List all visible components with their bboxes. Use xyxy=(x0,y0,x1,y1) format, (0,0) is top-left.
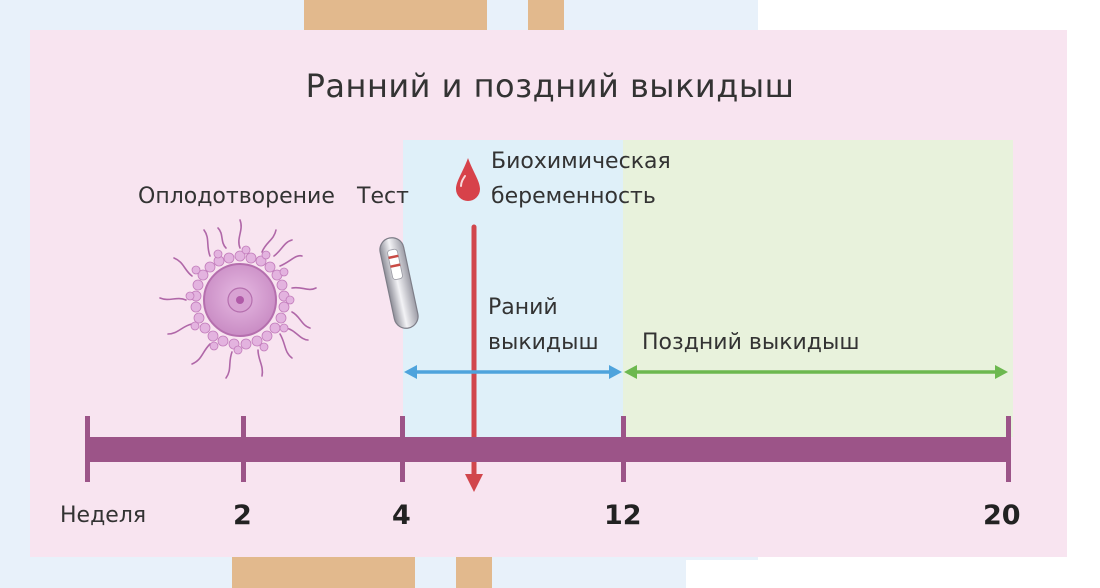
pregnancy-test-icon xyxy=(379,237,419,329)
biochemical-label-line1: Биохимическая xyxy=(491,149,671,174)
decor-bar-bottom-2 xyxy=(456,557,492,588)
fertilization-label: Оплодотворение xyxy=(138,184,335,209)
decor-bar-top-2 xyxy=(528,0,564,30)
early-miscarriage-arrow xyxy=(404,365,622,379)
decor-bar-top-1 xyxy=(304,0,487,30)
test-label: Тест xyxy=(357,184,409,209)
tick-label-12: 12 xyxy=(604,500,642,531)
late-miscarriage-arrow xyxy=(624,365,1008,379)
timeline-bar xyxy=(87,437,1009,462)
blood-drop-icon xyxy=(456,158,480,201)
timeline-tick-20 xyxy=(1006,416,1011,482)
background-panel-right xyxy=(686,560,1100,588)
diagram-title: Ранний и поздний выкидыш xyxy=(305,67,795,105)
biochemical-pregnancy-arrow xyxy=(465,224,483,492)
tick-label-20: 20 xyxy=(983,500,1021,531)
timeline-tick-2 xyxy=(241,416,246,482)
tick-label-2: 2 xyxy=(233,500,252,531)
decor-bar-bottom-1 xyxy=(232,557,415,588)
early-miscarriage-label-line1: Раний xyxy=(488,295,558,320)
timeline-tick-12 xyxy=(621,416,626,482)
timeline-tick-start xyxy=(85,416,90,482)
egg-cell-icon xyxy=(159,219,317,379)
week-timeline xyxy=(85,416,1011,482)
late-miscarriage-zone xyxy=(623,140,1013,437)
biochemical-label-line2: беременность xyxy=(491,184,656,209)
early-miscarriage-zone xyxy=(403,140,623,437)
late-miscarriage-label: Поздний выкидыш xyxy=(642,330,860,355)
timeline-tick-4 xyxy=(400,416,405,482)
week-axis-label: Неделя xyxy=(60,503,147,528)
early-miscarriage-label-line2: выкидыш xyxy=(488,330,599,355)
tick-label-4: 4 xyxy=(392,500,411,531)
